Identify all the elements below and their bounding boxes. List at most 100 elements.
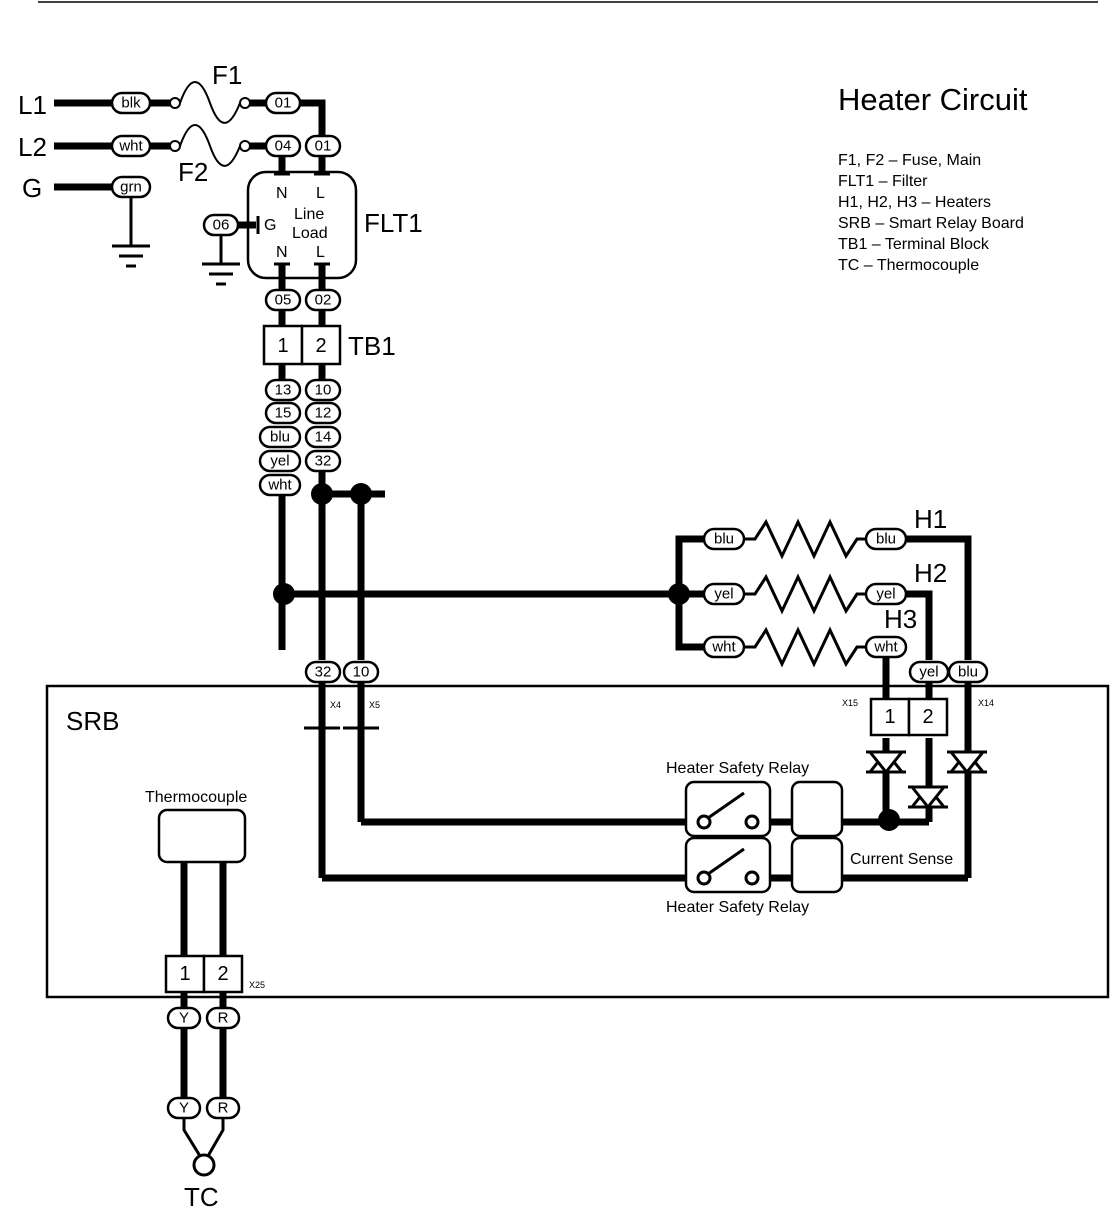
svg-text:wht: wht: [711, 639, 736, 656]
x25-terminal-2: 2: [217, 963, 228, 985]
wire-labels: blk wht grn 01 01 04 06 05 02 13 10 15 1…: [110, 91, 989, 1120]
wire-label: 10: [342, 660, 380, 684]
svg-text:R: R: [218, 1100, 229, 1117]
wire-label: wht: [258, 473, 302, 497]
tb1-terminal-1: 1: [277, 335, 288, 357]
wire-label: 13: [264, 378, 302, 402]
line-l2-label: L2: [18, 132, 47, 162]
wire-label: 01: [264, 91, 302, 115]
svg-text:13: 13: [275, 382, 292, 399]
heater-h3: [740, 626, 890, 700]
wire-label: Y: [166, 1006, 202, 1030]
legend: F1, F2 – Fuse, Main FLT1 – Filter H1, H2…: [838, 152, 1024, 274]
ground-icon: [112, 244, 150, 268]
wire-label: blu: [947, 660, 989, 684]
svg-text:Y: Y: [179, 1010, 189, 1027]
heater-h2-label: H2: [914, 558, 947, 588]
tc-label: TC: [184, 1182, 219, 1212]
svg-text:yel: yel: [270, 453, 289, 470]
filter-line-label: Line: [294, 206, 324, 223]
wire-label: wht: [864, 635, 908, 659]
wire-label: 32: [304, 660, 342, 684]
svg-text:14: 14: [315, 429, 332, 446]
svg-text:32: 32: [315, 453, 332, 470]
thermocouple-wires: [180, 862, 227, 1177]
diagram-title: Heater Circuit: [838, 82, 1028, 117]
heater-safety-relay-top: [684, 780, 844, 838]
legend-item: H1, H2, H3 – Heaters: [838, 194, 991, 211]
wire-label: 32: [304, 449, 342, 473]
ground-g-label: G: [22, 173, 42, 203]
triac-icon: [866, 749, 906, 775]
filter-name: FLT1: [364, 208, 423, 238]
wire-label: yel: [702, 582, 746, 606]
wire-label: wht: [110, 134, 152, 158]
wire-label: 10: [304, 378, 342, 402]
wire-label: blu: [258, 425, 302, 449]
x15-terminal-2: 2: [922, 706, 933, 728]
tb1-label: TB1: [348, 331, 396, 361]
wire-label: 04: [264, 134, 302, 158]
svg-text:blu: blu: [714, 531, 734, 548]
wire-label: 14: [304, 425, 342, 449]
svg-text:wht: wht: [118, 138, 143, 155]
srb-label: SRB: [66, 706, 119, 736]
filter-n-bottom: N: [276, 244, 288, 261]
wire-label: 15: [264, 401, 302, 425]
srb-x14-label: X14: [978, 698, 994, 708]
svg-text:Y: Y: [179, 1100, 189, 1117]
line-l1-label: L1: [18, 90, 47, 120]
svg-text:05: 05: [275, 292, 292, 309]
srb-internal-wires: [304, 680, 972, 882]
wire-label: wht: [702, 635, 746, 659]
svg-text:blk: blk: [121, 95, 141, 112]
legend-item: FLT1 – Filter: [838, 173, 928, 190]
svg-text:01: 01: [275, 95, 292, 112]
svg-text:R: R: [218, 1010, 229, 1027]
smart-relay-board: [45, 684, 1110, 999]
filter-l-top: L: [316, 185, 325, 202]
tb1-terminal-2: 2: [315, 335, 326, 357]
svg-text:blu: blu: [876, 531, 896, 548]
wire-label: 06: [202, 213, 240, 237]
heater-h1-label: H1: [914, 504, 947, 534]
wire-label: grn: [110, 175, 152, 199]
heater-h2: [740, 573, 933, 660]
legend-item: F1, F2 – Fuse, Main: [838, 152, 981, 169]
main-bus-wires: [273, 470, 722, 660]
input-wires: [54, 81, 326, 246]
svg-text:12: 12: [315, 405, 332, 422]
wire-label: R: [205, 1096, 241, 1120]
svg-text:yel: yel: [919, 664, 938, 681]
legend-item: SRB – Smart Relay Board: [838, 215, 1024, 232]
x15-terminal-block: 1 2: [869, 697, 949, 737]
thermocouple-module: [157, 808, 247, 864]
svg-text:01: 01: [315, 138, 332, 155]
heater-h1: [740, 518, 972, 660]
filter-g-label: G: [264, 217, 276, 234]
svg-text:blu: blu: [270, 429, 290, 446]
svg-text:06: 06: [213, 217, 230, 234]
srb-x15-label: X15: [842, 698, 858, 708]
svg-text:grn: grn: [120, 179, 142, 196]
wire-label: blu: [864, 527, 908, 551]
wire-label: 05: [264, 288, 302, 312]
wire-label: Y: [166, 1096, 202, 1120]
heater-h3-label: H3: [884, 604, 917, 634]
svg-text:15: 15: [275, 405, 292, 422]
wire-label: yel: [258, 449, 302, 473]
wire-label: blu: [702, 527, 746, 551]
wire-label: R: [205, 1006, 241, 1030]
filter-l-bottom: L: [316, 244, 325, 261]
svg-text:yel: yel: [714, 586, 733, 603]
svg-text:blu: blu: [958, 664, 978, 681]
filter-n-top: N: [276, 185, 288, 202]
wire-label: blk: [110, 91, 152, 115]
relay-bottom-label: Heater Safety Relay: [666, 899, 809, 916]
svg-text:32: 32: [315, 664, 332, 681]
legend-item: TB1 – Terminal Block: [838, 236, 990, 253]
svg-text:04: 04: [275, 138, 292, 155]
terminal-block-tb1: 1 2: [262, 324, 342, 366]
svg-text:10: 10: [315, 382, 332, 399]
